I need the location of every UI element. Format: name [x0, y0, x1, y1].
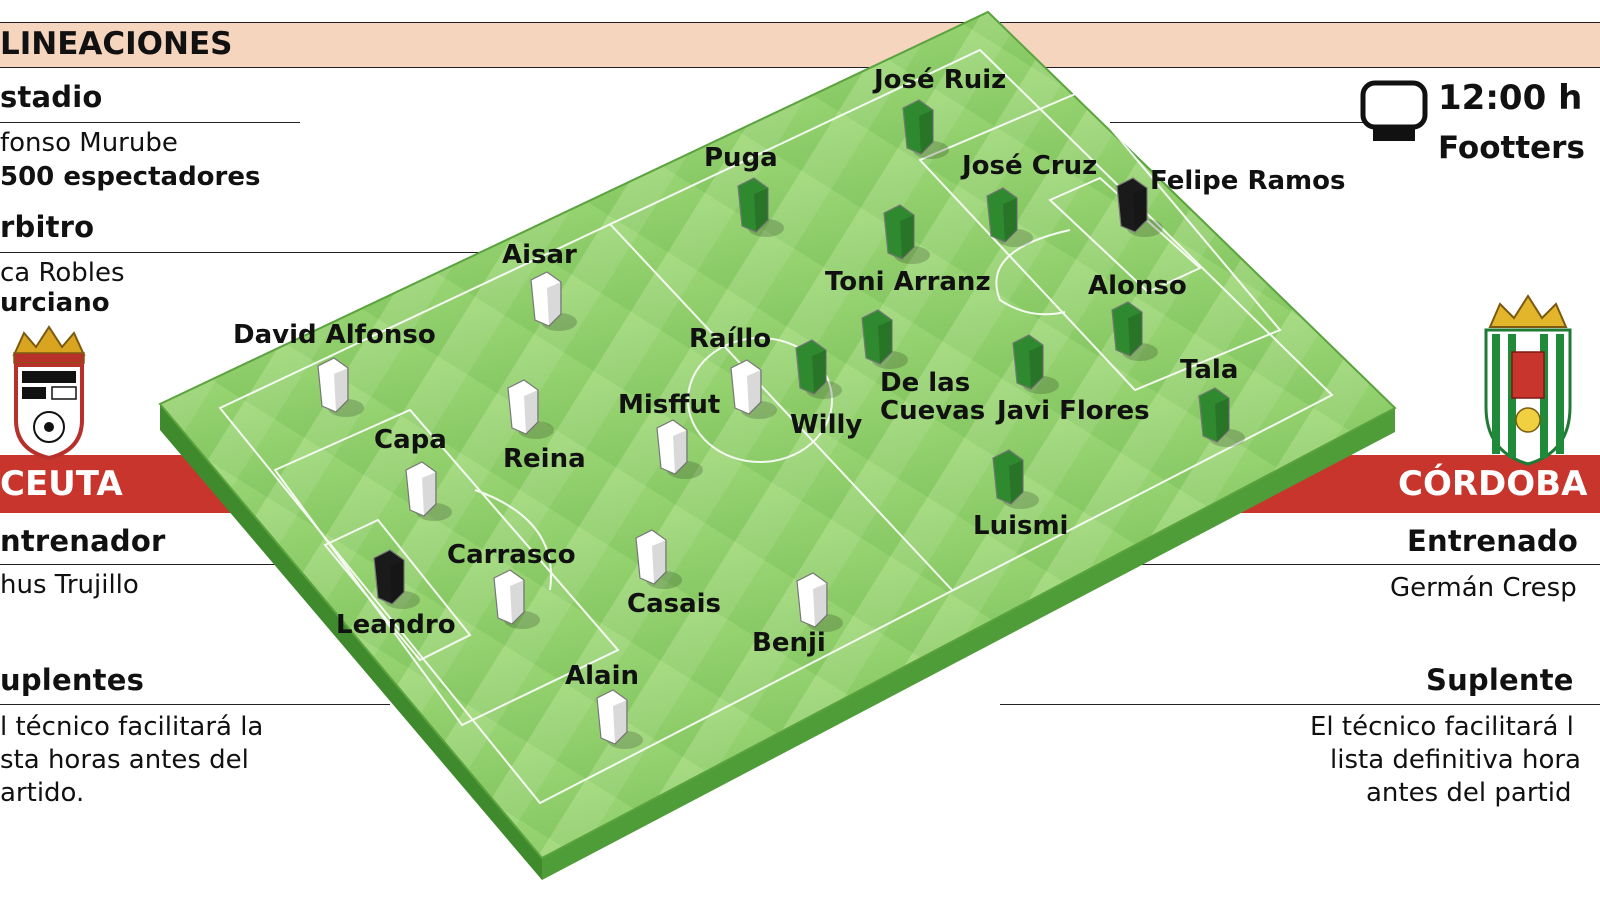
- home-player-figure: [656, 419, 703, 479]
- home-player-label: Alain: [565, 661, 640, 691]
- home-player-label: Casais: [627, 589, 722, 619]
- divider: [1000, 704, 1600, 705]
- pitch-side: [542, 408, 1395, 880]
- away-player-label: Puga: [704, 143, 778, 173]
- referee-name: ca Robles: [0, 258, 125, 288]
- pitch-side: [160, 404, 542, 880]
- away-player-label: De las: [880, 368, 971, 398]
- away-player-label: Javi Flores: [997, 396, 1150, 426]
- attendance: 500 espectadores: [0, 162, 261, 192]
- away-subs-line-2: lista definitiva hora: [1330, 745, 1581, 775]
- home-player-label: Leandro: [336, 610, 456, 640]
- stadium-label: stadio: [0, 80, 103, 114]
- home-player-figure: [405, 461, 452, 521]
- away-subs-label: Suplente: [1426, 663, 1574, 697]
- page-title: LINEACIONES: [0, 26, 233, 62]
- away-player-label: Cuevas: [880, 396, 986, 426]
- ceuta-crest-icon: [4, 325, 94, 464]
- away-player-figure: [861, 309, 908, 369]
- home-player-figure: [796, 572, 843, 632]
- away-player-figure: [883, 204, 930, 264]
- away-player-figure: [737, 177, 784, 237]
- divider: [0, 564, 280, 565]
- home-player-label: Aisar: [502, 240, 577, 270]
- referee-region: urciano: [0, 288, 110, 318]
- home-player-figure: [730, 359, 777, 419]
- divider: [0, 122, 300, 123]
- away-player-label: Alonso: [1088, 271, 1187, 301]
- home-player-label: David Alfonso: [233, 320, 436, 350]
- home-player-label: Carrasco: [447, 540, 576, 570]
- away-subs-line-3: antes del partid: [1366, 778, 1572, 808]
- away-player-label: Toni Arranz: [825, 267, 991, 297]
- away-subs-line-1: El técnico facilitará l: [1310, 712, 1574, 742]
- away-coach: Germán Cresp: [1390, 573, 1577, 603]
- players-layer: [317, 99, 1245, 749]
- away-player-label: Felipe Ramos: [1150, 166, 1346, 196]
- home-player-figure: [530, 271, 577, 331]
- referee-label: rbitro: [0, 210, 95, 244]
- away-player-figure: [986, 187, 1033, 247]
- home-player-figure: [317, 357, 364, 417]
- home-player-figure: [635, 529, 682, 589]
- away-player-label: Tala: [1180, 355, 1239, 385]
- away-team-name: CÓRDOBA: [1398, 464, 1588, 504]
- home-player-label: Misffut: [618, 390, 721, 420]
- home-player-figure: [507, 379, 554, 439]
- away-player-figure: [795, 339, 842, 399]
- away-player-figure: [992, 449, 1039, 509]
- home-coach: hus Trujillo: [0, 570, 139, 600]
- home-player-label: Raíllo: [689, 324, 772, 354]
- away-player-figure: [1111, 301, 1158, 361]
- home-subs-line-1: l técnico facilitará la: [0, 712, 264, 742]
- away-player-figure: [902, 99, 949, 159]
- home-player-figure: [493, 569, 540, 629]
- home-team-name: CEUTA: [0, 464, 123, 504]
- home-player-label: Benji: [752, 628, 826, 658]
- away-player-figure: [1116, 177, 1163, 237]
- home-player-figure: [373, 549, 420, 609]
- tv-icon: [1360, 80, 1428, 150]
- home-player-label: Reina: [503, 444, 586, 474]
- home-subs-line-3: artido.: [0, 778, 85, 808]
- home-subs-label: uplentes: [0, 663, 145, 697]
- away-player-label: José Ruiz: [874, 65, 1007, 95]
- away-player-label: Willy: [790, 410, 863, 440]
- stadium-name: fonso Murube: [0, 128, 178, 158]
- home-subs-line-2: sta horas antes del: [0, 745, 249, 775]
- header-band: [0, 22, 1600, 68]
- away-player-label: Luismi: [973, 511, 1069, 541]
- home-player-figure: [596, 689, 643, 749]
- away-player-figure: [1198, 387, 1245, 447]
- away-coach-label: Entrenado: [1407, 524, 1578, 558]
- broadcaster: Footters: [1438, 130, 1585, 166]
- match-time: 12:00 h: [1438, 78, 1583, 118]
- divider: [0, 704, 390, 705]
- divider: [1120, 564, 1600, 565]
- divider: [1110, 122, 1365, 123]
- home-player-label: Capa: [374, 425, 447, 455]
- pitch-surface: [158, 10, 1397, 860]
- away-player-label: José Cruz: [962, 151, 1098, 181]
- away-player-figure: [1012, 334, 1059, 394]
- divider: [0, 252, 480, 253]
- cordoba-crest-icon: [1478, 292, 1578, 471]
- home-coach-label: ntrenador: [0, 524, 166, 558]
